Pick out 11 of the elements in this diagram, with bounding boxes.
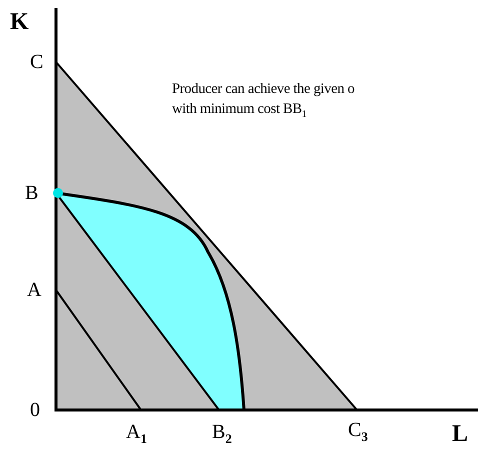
note-text: with minimum cost BB$_{1}$ xyxy=(172,102,306,120)
point-label: C$_{3}$ xyxy=(348,420,368,443)
point-label: C xyxy=(30,52,44,72)
point-label: A$_{1}$ xyxy=(126,422,147,445)
note-text: Producer can achieve the given o xyxy=(172,82,354,96)
point-label: B$_{2}$ xyxy=(212,422,232,445)
axis-label: K xyxy=(10,10,29,34)
point-label: 0 xyxy=(30,400,40,420)
axis-label: L xyxy=(452,422,468,446)
point-label: B xyxy=(25,183,38,203)
point-label: A xyxy=(27,280,42,300)
